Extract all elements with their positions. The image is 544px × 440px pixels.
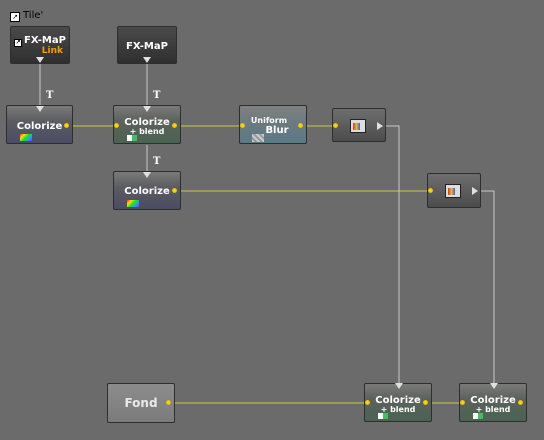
node-label: Fond: [124, 396, 158, 410]
wire-display-2-to-colorize-blend-3: [480, 190, 495, 383]
display-icon: [445, 184, 461, 198]
output-port-icon[interactable]: [377, 122, 383, 130]
tiling-mark: T: [46, 90, 54, 101]
input-port-icon[interactable]: [143, 106, 151, 112]
output-port-icon[interactable]: [172, 188, 177, 193]
node-sublabel: + blend: [475, 405, 511, 414]
node-label-top: Uniform: [250, 116, 288, 125]
input-port-icon[interactable]: [143, 172, 151, 178]
graph-title-text: Tile': [23, 10, 44, 21]
input-port-icon[interactable]: [460, 400, 465, 405]
input-port-icon[interactable]: [395, 383, 403, 389]
display-icon: [350, 119, 366, 133]
input-port-icon[interactable]: [240, 123, 245, 128]
blur-thumbnail-icon: [252, 134, 264, 142]
node-fxmap-link[interactable]: ↗FX-MaP Link: [10, 26, 70, 64]
output-port-icon[interactable]: [143, 57, 151, 63]
blend-thumbnail-icon: [473, 413, 483, 419]
input-port-icon[interactable]: [365, 400, 370, 405]
gradient-thumbnail-icon: [127, 200, 139, 207]
output-port-icon[interactable]: [518, 400, 523, 405]
node-uniform-blur[interactable]: Uniform Blur: [239, 105, 307, 144]
output-port-icon[interactable]: [472, 187, 478, 195]
node-sublabel: + blend: [380, 405, 416, 414]
output-port-icon[interactable]: [64, 123, 69, 128]
input-port-icon[interactable]: [333, 123, 338, 128]
node-label: FX-MaP: [126, 41, 168, 52]
wire-display-1-to-colorize-blend-2: [385, 125, 400, 383]
link-icon: ↗: [14, 39, 23, 47]
input-port-icon[interactable]: [36, 106, 44, 112]
graph-title: ↗Tile': [10, 10, 43, 22]
node-sublabel: + blend: [129, 127, 165, 136]
gradient-thumbnail-icon: [20, 134, 32, 141]
node-label: Colorize: [124, 117, 170, 128]
output-port-icon[interactable]: [423, 400, 428, 405]
blend-thumbnail-icon: [378, 413, 388, 419]
node-fond[interactable]: Fond: [107, 383, 175, 423]
input-port-icon[interactable]: [490, 383, 498, 389]
tiling-mark: T: [153, 90, 161, 101]
output-port-icon[interactable]: [36, 57, 44, 63]
input-port-icon[interactable]: [114, 123, 119, 128]
node-label: FX-MaP: [24, 35, 66, 46]
node-label: Colorize: [16, 121, 63, 132]
input-port-icon[interactable]: [428, 188, 433, 193]
link-icon: ↗: [10, 12, 20, 22]
tiling-mark: T: [153, 156, 161, 167]
node-link-label: Link: [41, 46, 63, 56]
node-colorize-blend-2[interactable]: Colorize + blend: [364, 383, 432, 422]
node-label: Colorize: [124, 186, 170, 197]
output-port-icon[interactable]: [172, 123, 177, 128]
blend-thumbnail-icon: [127, 135, 137, 141]
node-label: Colorize: [375, 395, 421, 406]
node-label: Colorize: [470, 395, 516, 406]
output-port-icon[interactable]: [298, 123, 303, 128]
node-display-1[interactable]: [332, 108, 386, 142]
node-label: Blur: [265, 125, 289, 136]
output-port-icon[interactable]: [166, 400, 171, 405]
